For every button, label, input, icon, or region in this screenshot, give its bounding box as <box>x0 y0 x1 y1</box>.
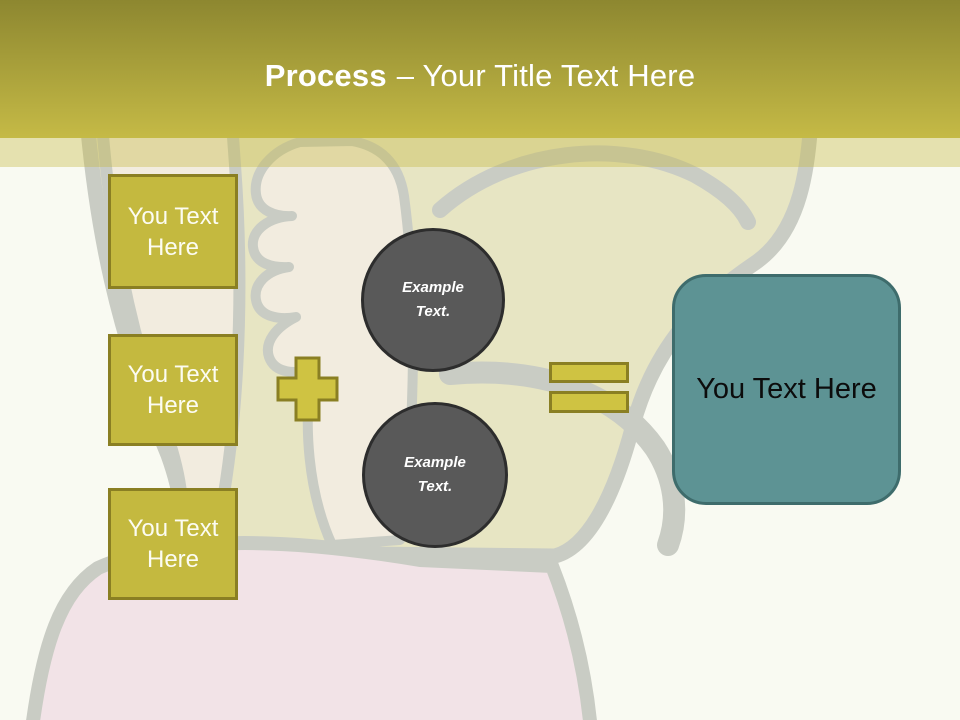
page-title: Process – Your Title Text Here <box>265 44 696 94</box>
plus-icon <box>274 355 340 423</box>
equals-icon <box>549 362 629 413</box>
equals-bottom-bar <box>549 391 629 413</box>
input-box-3[interactable]: You Text Here <box>108 488 238 600</box>
cartoon-arm-arc <box>439 361 686 556</box>
page-title-rest: – Your Title Text Here <box>396 58 696 93</box>
input-box-3-label: You Text Here <box>127 515 219 573</box>
header-translucent-band <box>0 138 960 167</box>
example-circle-1-label: Example Text. <box>402 279 464 320</box>
result-box[interactable]: You Text Here <box>672 274 901 505</box>
input-box-2-label: You Text Here <box>127 361 219 419</box>
equals-top-bar <box>549 362 629 383</box>
example-circle-1[interactable]: Example Text. <box>361 228 505 372</box>
input-box-1[interactable]: You Text Here <box>108 174 238 289</box>
example-circle-2[interactable]: Example Text. <box>362 402 508 548</box>
input-box-1-label: You Text Here <box>127 202 219 261</box>
input-box-2[interactable]: You Text Here <box>108 334 238 446</box>
result-box-label: You Text Here <box>696 373 877 405</box>
page-title-bold: Process <box>264 58 387 93</box>
example-circle-2-label: Example Text. <box>404 454 466 495</box>
title-bar: Process – Your Title Text Here <box>0 0 960 138</box>
cartoon-shoulder-arc <box>432 145 756 230</box>
